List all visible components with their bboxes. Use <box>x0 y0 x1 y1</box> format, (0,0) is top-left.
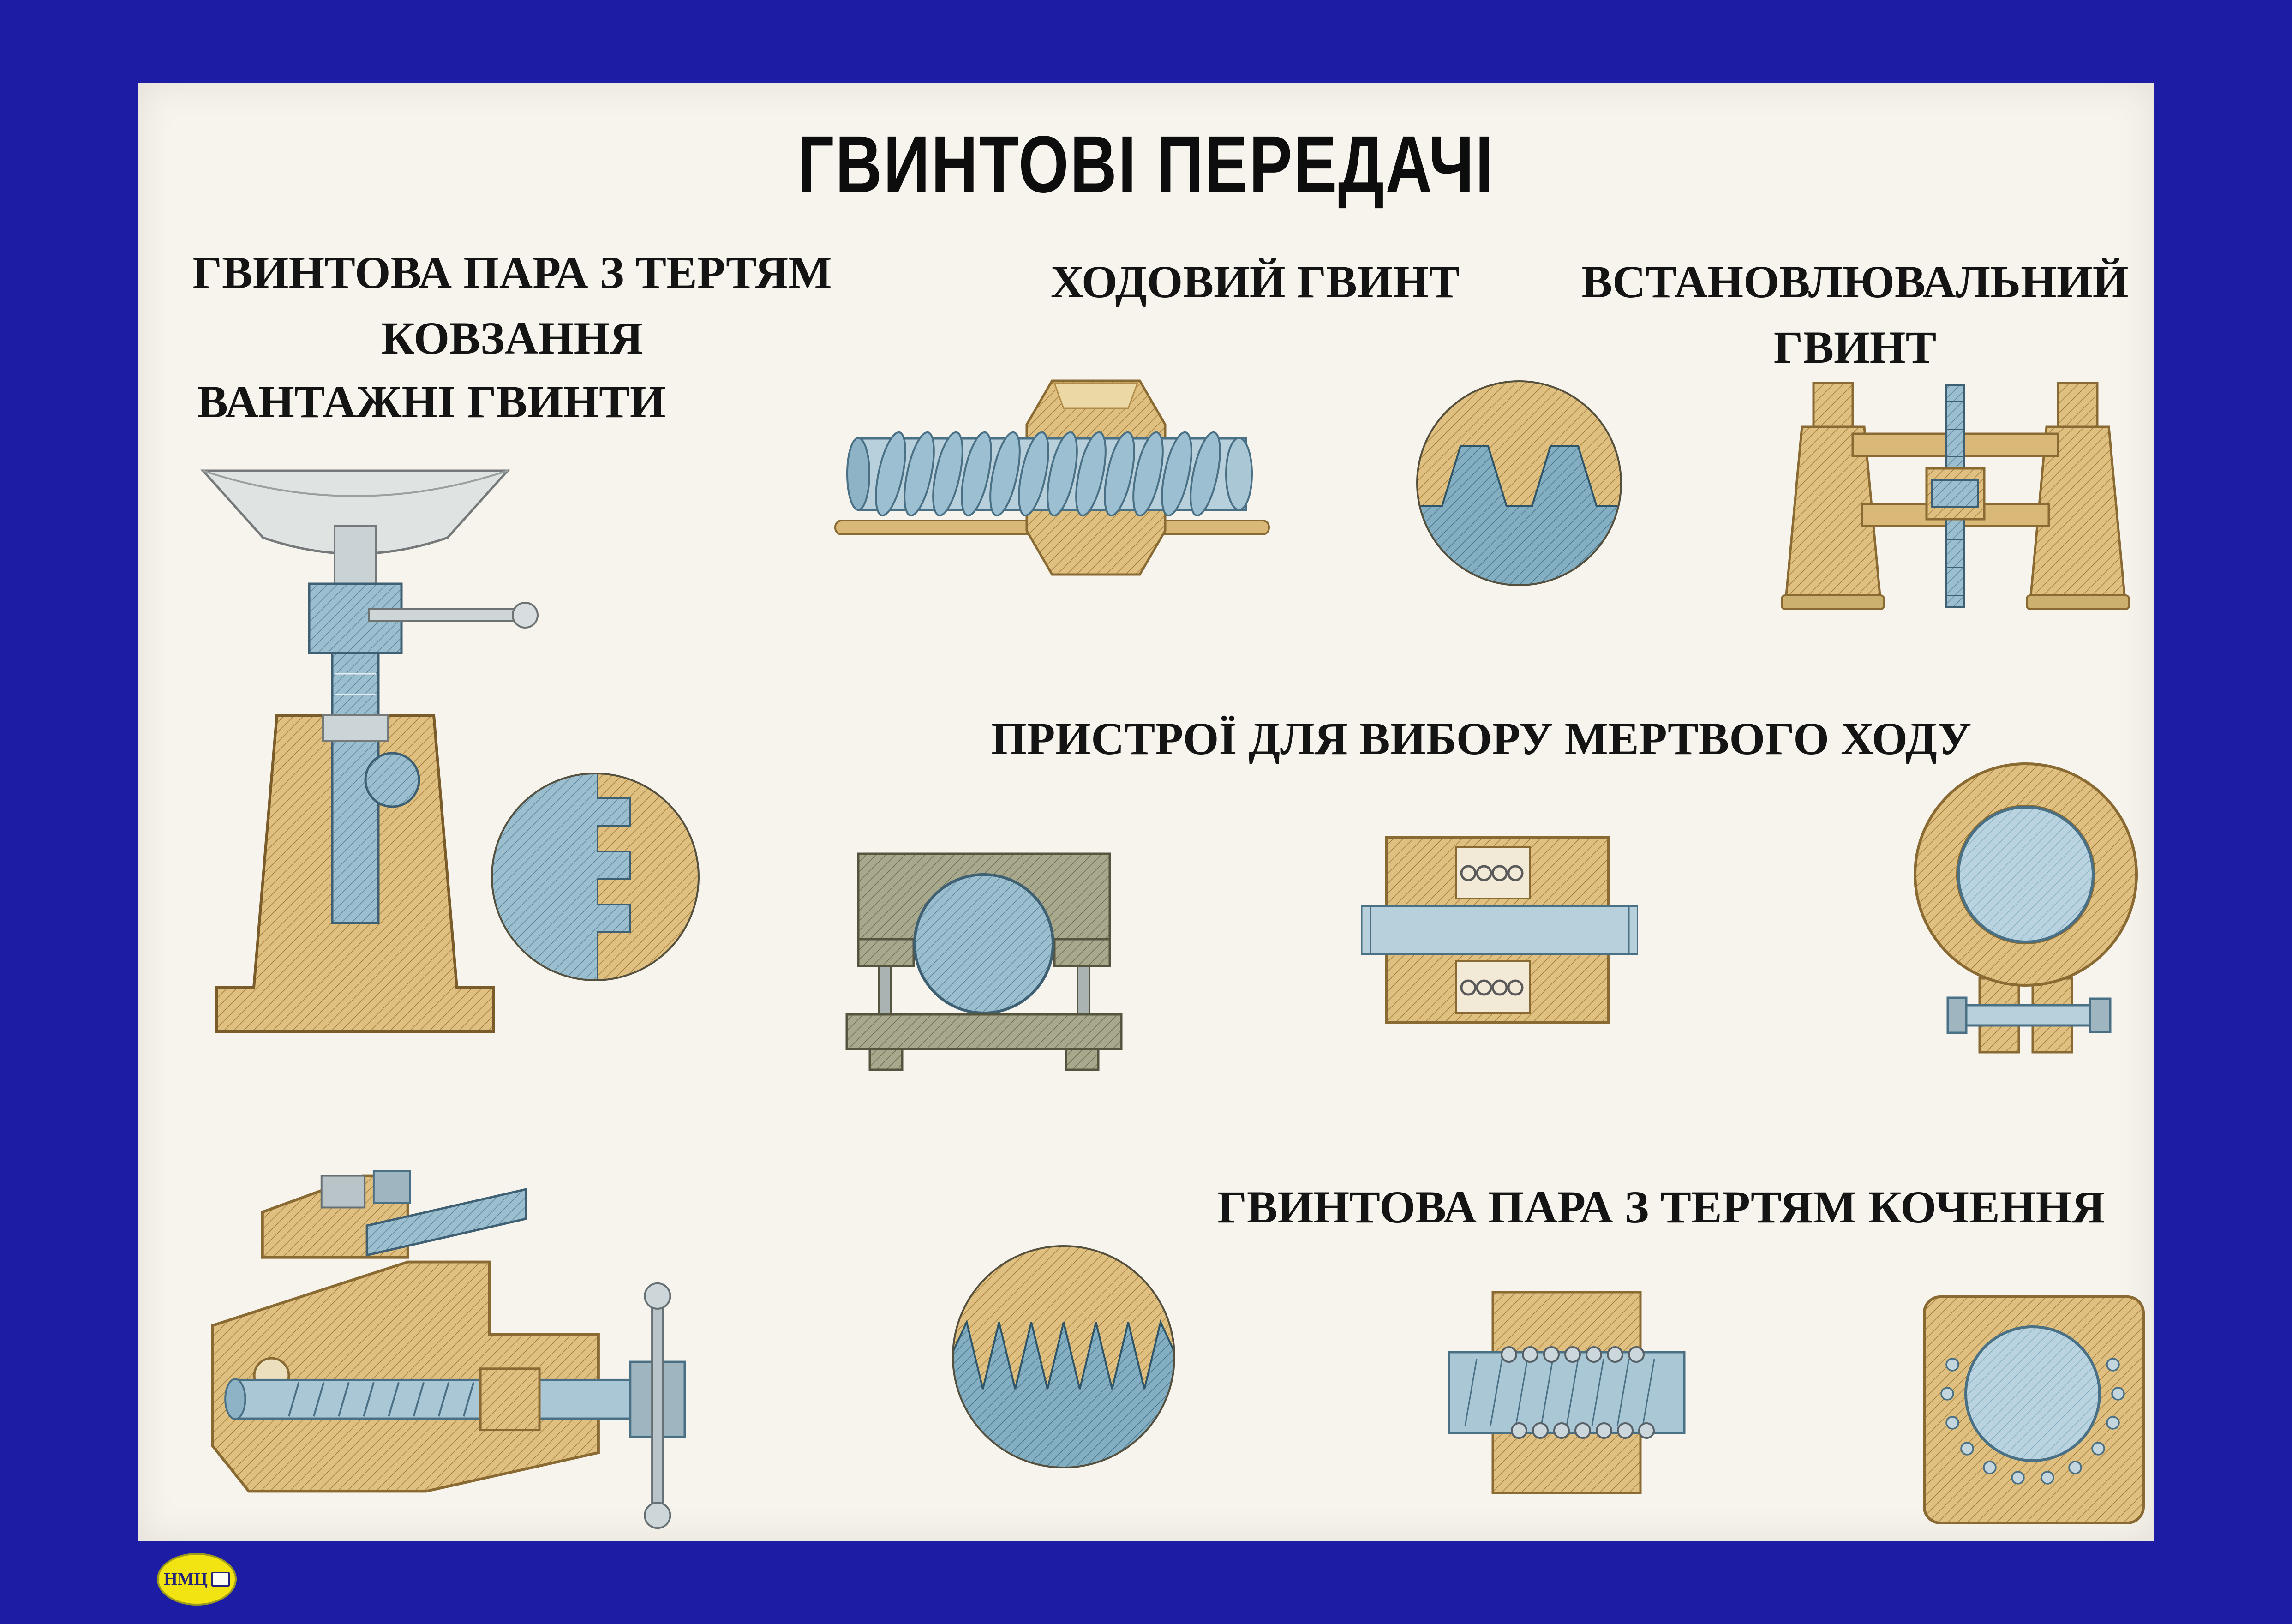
binoculars-adjusting-screw-illustration <box>1781 382 2130 610</box>
ball-nut-return-channel-illustration <box>1923 1295 2145 1524</box>
spring-loaded-backlash-device <box>1361 836 1638 1024</box>
label-rolling-pair: ГВИНТОВА ПАРА З ТЕРТЯМ КОЧЕННЯ <box>1217 1181 2105 1233</box>
label-load-screws: ВАНТАЖНІ ГВИНТИ <box>197 376 666 427</box>
label-sliding-pair: ГВИНТОВА ПАРА З ТЕРТЯМ КОВЗАННЯ <box>192 247 832 364</box>
label-backlash-devices: ПРИСТРОЇ ДЛЯ ВИБОРУ МЕРТВОГО ХОДУ <box>991 713 1972 764</box>
figure-split-nut-device <box>826 826 1142 1089</box>
page-title: ГВИНТОВІ ПЕРЕДАЧІ <box>797 119 1495 210</box>
publisher-logo-emblem-icon <box>211 1572 230 1587</box>
clamp-ring-backlash-device <box>1914 762 2138 1054</box>
label-set-screw: ВСТАНОВЛЮВАЛЬНИЙ ГВИНТ <box>1581 256 2129 373</box>
sharp-thread-profile-circle <box>952 1245 1175 1468</box>
figure-screw-jack <box>171 457 540 1071</box>
figure-binoculars <box>1770 369 2141 623</box>
trapezoidal-thread-profile-circle <box>1416 380 1622 586</box>
figure-spring-device <box>1361 821 1638 1038</box>
figure-sliding-thread-section <box>489 771 701 983</box>
figure-ball-nut-return <box>1915 1281 2153 1534</box>
publisher-logo-text: НМЦ <box>164 1570 208 1589</box>
figure-trapezoid-thread-section <box>1414 376 1624 591</box>
figure-ball-screw-section <box>1444 1285 1689 1500</box>
lead-screw-with-nut-illustration <box>834 379 1270 576</box>
bench-vise-illustration <box>211 1170 686 1529</box>
figure-bench-vise <box>166 1108 858 1532</box>
publisher-logo: НМЦ <box>157 1553 237 1606</box>
screw-jack-illustration <box>200 469 539 1033</box>
ball-screw-section-illustration <box>1448 1291 1686 1494</box>
split-nut-backlash-device <box>845 852 1123 1071</box>
square-thread-profile-circle <box>491 773 700 981</box>
figure-sharp-thread-section <box>948 1241 1179 1472</box>
poster-sheet: ГВИНТОВІ ПЕРЕДАЧІ ГВИНТОВА ПАРА З ТЕРТЯМ… <box>138 83 2154 1541</box>
figure-clamp-ring-device <box>1903 752 2148 1108</box>
label-lead-screw: ХОДОВИЙ ГВИНТ <box>1050 256 1460 307</box>
figure-lead-screw <box>821 369 1301 586</box>
